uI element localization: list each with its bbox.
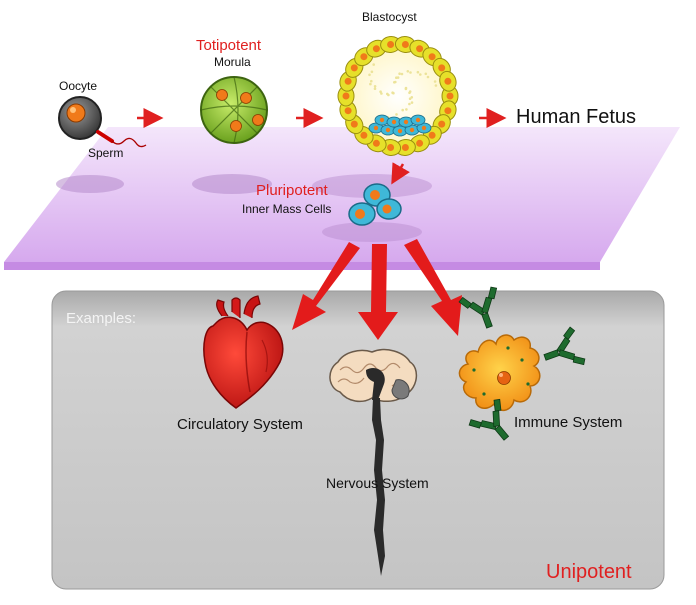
sperm-icon <box>96 130 147 148</box>
morula-label: Morula <box>214 55 251 69</box>
differentiation-arrows <box>292 239 462 340</box>
antibody-icon <box>543 326 586 366</box>
pluripotent-platform <box>4 127 680 270</box>
progression-arrows <box>137 108 507 185</box>
inner-mass-cells-label: Inner Mass Cells <box>242 202 332 216</box>
unipotent-label: Unipotent <box>546 561 632 583</box>
antibody-icon <box>458 286 498 329</box>
immune-cell-icon <box>458 334 541 412</box>
antibody-icon <box>458 286 586 441</box>
immune-system-label: Immune System <box>514 414 623 431</box>
antibody-icon <box>468 398 510 441</box>
sperm-label: Sperm <box>88 146 124 160</box>
brain-icon <box>329 348 418 576</box>
pluripotent-label: Pluripotent <box>256 182 328 199</box>
blastocyst-icon <box>337 35 459 157</box>
circulatory-system-label: Circulatory System <box>177 416 303 433</box>
inner-mass-cells-icon <box>348 183 402 226</box>
totipotent-label: Totipotent <box>196 37 262 54</box>
examples-panel <box>51 290 665 590</box>
nervous-system-label: Nervous System <box>326 475 429 491</box>
oocyte-label: Oocyte <box>59 79 98 93</box>
blastocyst-label: Blastocyst <box>362 10 417 24</box>
morula-icon <box>200 76 268 144</box>
examples-label: Examples: <box>66 310 137 327</box>
human-fetus-label: Human Fetus <box>516 106 637 128</box>
oocyte-icon <box>58 96 102 140</box>
heart-icon <box>203 295 284 409</box>
